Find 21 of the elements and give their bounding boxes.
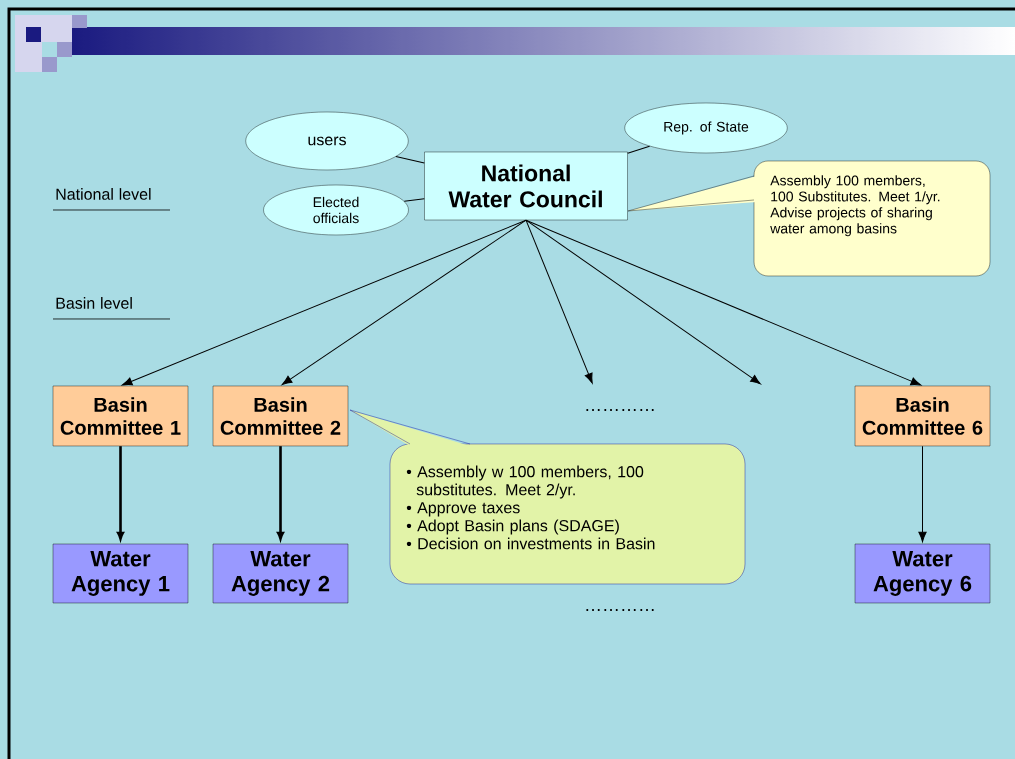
arrow <box>121 219 527 386</box>
agency-box: Water Agency 6 <box>854 543 991 604</box>
agency-box: Water Agency 1 <box>52 543 189 604</box>
agency-box: Water Agency 2 <box>212 543 349 604</box>
ellipse-bubble: users <box>245 111 409 171</box>
committee-box: Basin Committee 1 <box>52 385 189 447</box>
arrow <box>525 219 922 386</box>
callout-bubble: Assembly 100 members, 100 Substitutes. Meet 1/yr. Advise projects of sharing water among basins <box>627 160 991 277</box>
ellipse-bubble: Elected officials <box>263 184 409 236</box>
arrow <box>918 445 927 543</box>
committee-box: Basin Committee 2 <box>212 385 349 447</box>
council-box: National Water Council <box>424 151 628 221</box>
ellipsis-text: ………… <box>586 409 654 411</box>
arrow <box>525 219 593 384</box>
level-label: Basin level <box>52 297 171 320</box>
committee-box: Basin Committee 6 <box>854 385 991 447</box>
arrow <box>281 219 527 386</box>
level-label: National level <box>52 188 171 211</box>
ellipse-bubble: Rep. of State <box>624 102 788 154</box>
ellipsis-text: ………… <box>586 609 654 611</box>
arrow <box>525 219 761 385</box>
